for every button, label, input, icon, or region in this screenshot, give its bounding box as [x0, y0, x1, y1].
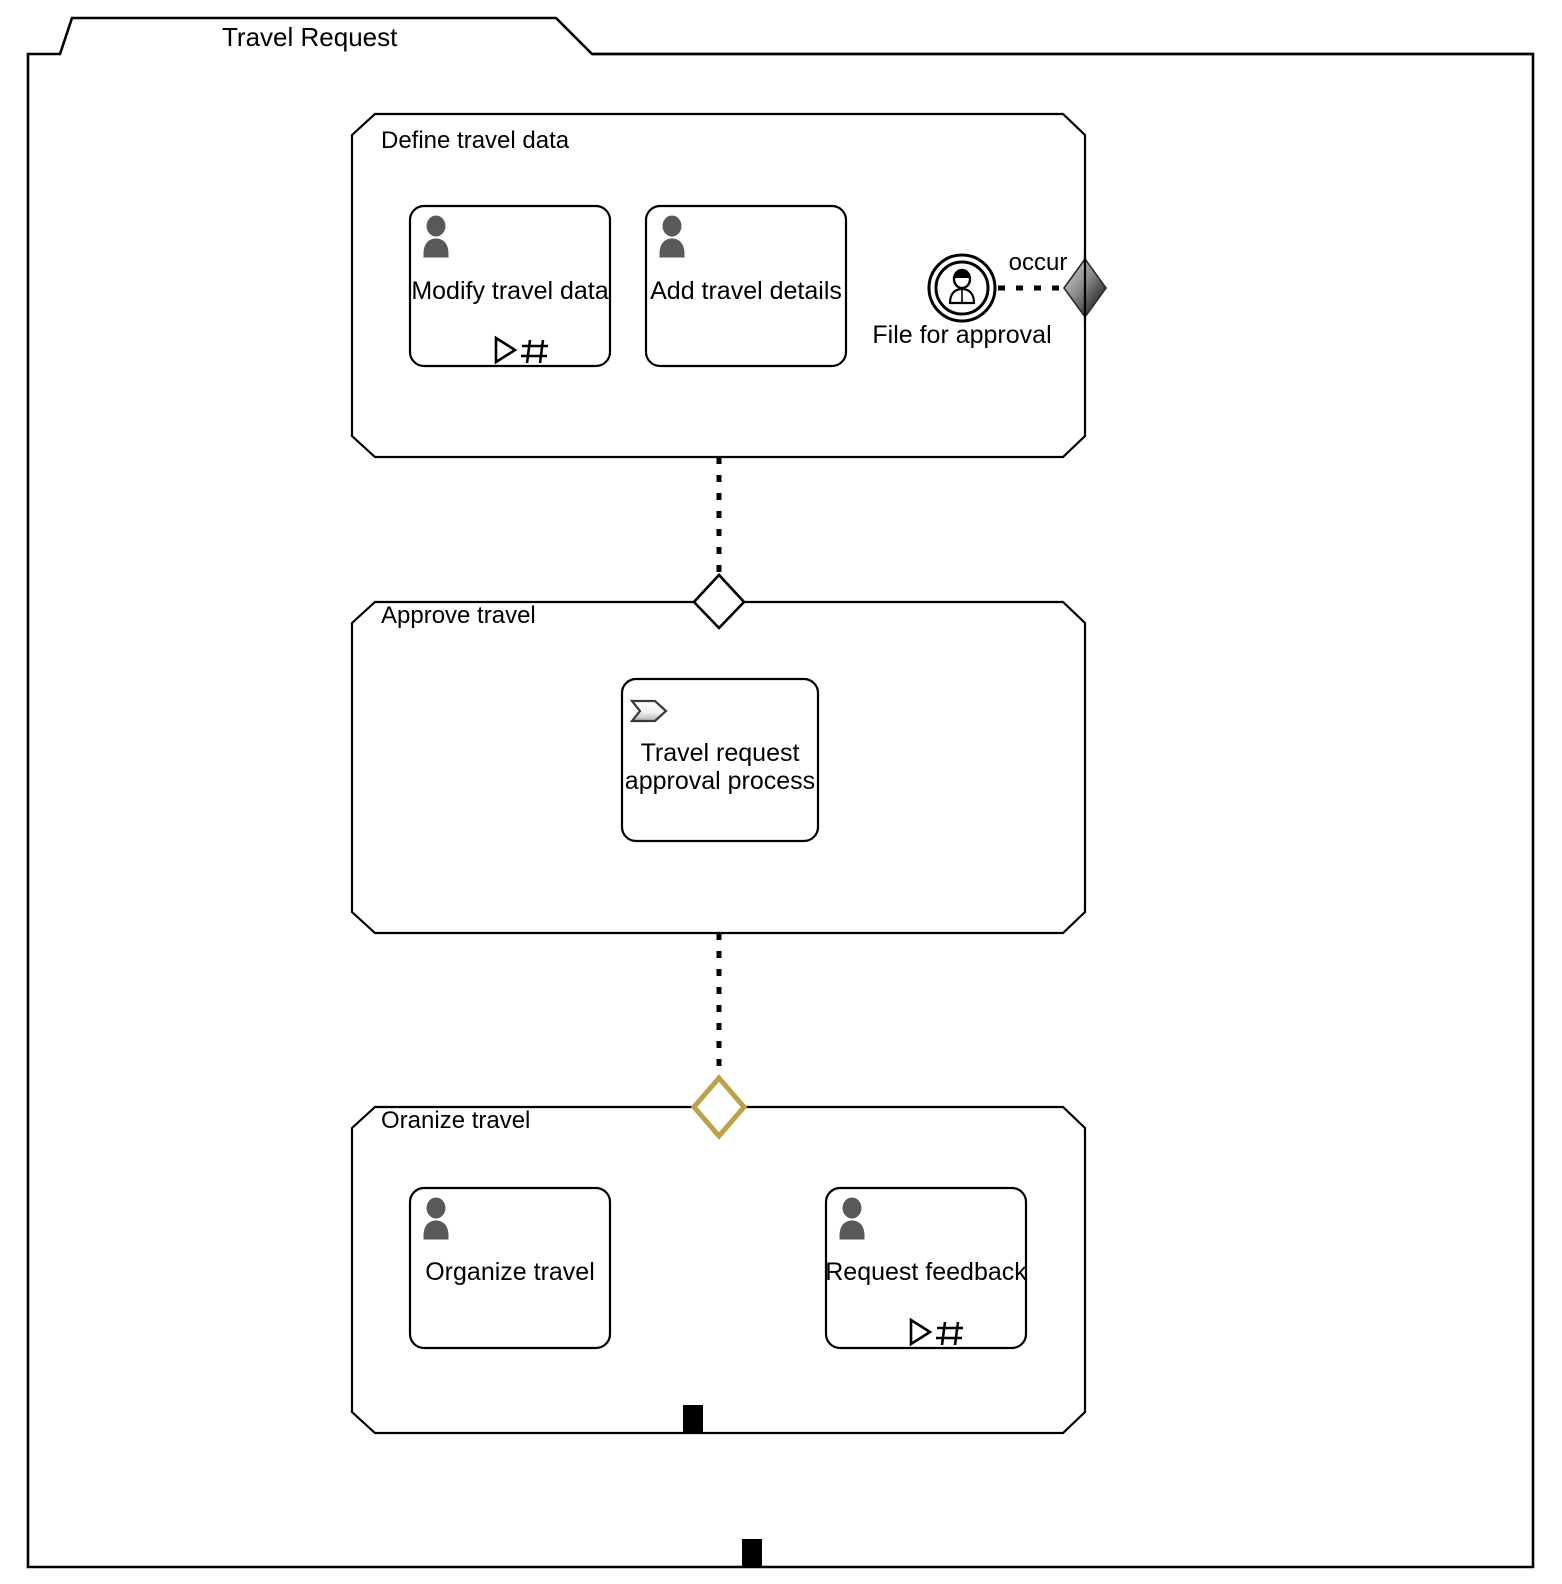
group-label-oranize-travel: Oranize travel — [381, 1107, 530, 1134]
parallel-marker-icon — [936, 1321, 963, 1346]
parallel-marker-icon — [521, 339, 548, 364]
edge-label-occur: occur — [1009, 249, 1068, 276]
event-file-for-approval[interactable] — [927, 253, 997, 323]
subprocess-arrow-icon — [629, 699, 668, 723]
loop-marker-icon — [909, 1317, 933, 1347]
occur-gradient-diamond[interactable] — [1063, 255, 1107, 321]
task-organize-travel[interactable]: Organize travel — [408, 1186, 612, 1350]
task-label-travel-request-approval-process-line2: approval process — [625, 767, 815, 795]
task-add-travel-details[interactable]: Add travel details — [644, 204, 848, 368]
task-label-travel-request-approval-process-line1: Travel request — [641, 739, 800, 767]
gold-diamond[interactable] — [690, 1074, 748, 1140]
task-modify-travel-data[interactable]: Modify travel data — [408, 204, 612, 368]
task-label-organize-travel: Organize travel — [425, 1258, 595, 1286]
group-label-approve-travel: Approve travel — [381, 602, 536, 629]
task-label-request-feedback: Request feedback — [825, 1258, 1027, 1286]
task-label-add-travel-details: Add travel details — [650, 277, 842, 305]
page-title: Travel Request — [222, 22, 398, 52]
group-label-define-travel-data: Define travel data — [381, 127, 570, 154]
event-label-file-for-approval: File for approval — [872, 321, 1051, 349]
hollow-diamond-overlay — [692, 573, 746, 630]
loop-marker-icon — [494, 335, 518, 365]
user-event-icon — [948, 268, 976, 305]
task-label-modify-travel-data: Modify travel data — [411, 277, 608, 305]
task-travel-request-approval-process[interactable]: Travel request approval process — [620, 677, 820, 843]
pin-marker-inner[interactable] — [683, 1405, 703, 1432]
task-request-feedback[interactable]: Request feedback — [824, 1186, 1027, 1350]
pin-marker-outer[interactable] — [742, 1539, 762, 1567]
